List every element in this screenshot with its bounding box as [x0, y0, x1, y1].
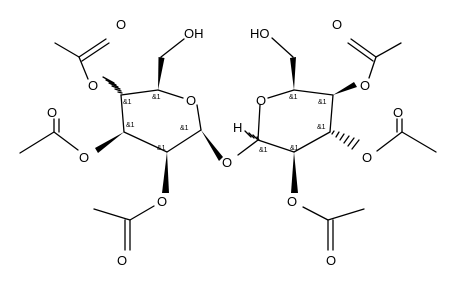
- bond-right-o4-carbonyl: [368, 56, 377, 79]
- wedge-left-c2-o: [162, 152, 169, 193]
- stereo-right-c3: &1: [317, 124, 326, 131]
- hash-right-c3-o: [331, 130, 360, 150]
- bond-left-o2-carbonyl: [129, 205, 155, 221]
- bond-right-o-c5: [267, 89, 295, 99]
- stereo-right-c5: &1: [289, 94, 298, 101]
- wedge-left-c3-o: [95, 132, 124, 153]
- atom-h-anomeric: H: [233, 120, 242, 135]
- wedge-right-c2-o: [291, 152, 298, 193]
- stereo-labels: &1 &1 &1 &1 &1 &1 &1 &1 &1 &1: [123, 94, 327, 154]
- bond-left-c4-c5: [120, 89, 159, 96]
- atom-o-carbonyl-right-c4: O: [332, 17, 342, 32]
- bond-left-c1-c2: [166, 129, 202, 153]
- stereo-right-c2: &1: [290, 145, 299, 152]
- bond-right-c4-carbonyl-double-b: [347, 42, 374, 62]
- bond-left-c4-methyl: [54, 42, 80, 58]
- bond-left-c5-o: [157, 89, 184, 99]
- stereo-left-c2: &1: [157, 145, 166, 152]
- atom-oh-left: OH: [184, 26, 204, 41]
- stereo-right-c1: &1: [259, 147, 268, 154]
- stereo-left-c5: &1: [152, 94, 161, 101]
- bond-left-c3-c4: [120, 94, 125, 133]
- atom-o-ac-left-c2: O: [157, 194, 167, 209]
- right-ring-substituents: [237, 37, 437, 251]
- bond-left-c2-c3: [123, 131, 168, 153]
- atom-o-ring-right: O: [256, 93, 266, 108]
- bond-right-c4-c3: [329, 94, 334, 133]
- atom-o-carbonyl-left-c4: O: [116, 17, 126, 32]
- stereo-left-c3: &1: [126, 122, 135, 129]
- atom-o-carbonyl-right-c2: O: [326, 253, 336, 268]
- bond-right-o3-carbonyl: [376, 131, 403, 152]
- bond-left-ch2-oh: [160, 38, 185, 58]
- hash-left-c4-o: [102, 76, 123, 94]
- bond-left-o3-carbonyl: [53, 131, 79, 151]
- wedge-right-c4-o: [333, 82, 357, 95]
- left-pyranose-ring: [120, 89, 202, 153]
- wedge-left-c5-ch2: [158, 57, 165, 90]
- bond-right-c4-carbonyl-double-a: [350, 38, 377, 58]
- bond-right-ch2-oh: [271, 37, 294, 58]
- atom-o-carbonyl-left-c2: O: [117, 253, 127, 268]
- hash-right-c1-h: [244, 130, 260, 141]
- left-ring-substituents: [19, 38, 223, 251]
- bond-left-o-c1: [196, 104, 202, 131]
- stereo-left-c1: &1: [180, 125, 189, 132]
- wedge-right-c5-ch2: [290, 57, 296, 90]
- stereo-right-c4: &1: [318, 99, 327, 106]
- atom-o-ac-left-c4: O: [88, 78, 98, 93]
- atom-o-ring-left: O: [186, 93, 196, 108]
- bond-right-c5-c4: [293, 89, 334, 96]
- atom-o-ac-left-c3: O: [79, 150, 89, 165]
- bond-right-c4-methyl: [375, 42, 402, 58]
- atom-o-carbonyl-right-c3: O: [393, 105, 403, 120]
- right-pyranose-ring: [257, 89, 334, 153]
- bond-left-c3-methyl: [19, 131, 55, 154]
- wedge-left-c1-o: [201, 130, 223, 161]
- stereo-left-c4: &1: [123, 99, 132, 106]
- atom-labels: O O O OH HO H O O O O O O O O O O O O: [47, 17, 403, 268]
- bond-right-o2-carbonyl: [302, 206, 329, 221]
- atom-oh-right: HO: [250, 26, 270, 41]
- atom-o-ac-right-c4: O: [360, 78, 370, 93]
- atom-o-ac-right-c2: O: [287, 194, 297, 209]
- bond-right-c1-o: [257, 104, 261, 141]
- bond-left-c2-methyl: [93, 208, 131, 221]
- bond-right-c2-methyl: [327, 208, 365, 221]
- atom-o-ac-right-c3: O: [362, 150, 372, 165]
- bond-right-c3-methyl: [401, 131, 437, 153]
- bond-left-c4-carbonyl-double-b: [81, 42, 110, 62]
- atom-o-bridge: O: [222, 155, 232, 170]
- bond-right-c3-c2: [293, 131, 331, 153]
- bond-left-c4-carbonyl-double-a: [78, 38, 107, 58]
- atom-o-carbonyl-left-c3: O: [47, 105, 57, 120]
- bond-right-c2-c1: [257, 139, 295, 153]
- bond-left-o4-carbonyl: [78, 56, 89, 80]
- bond-bridge-o-right-c1: [237, 139, 259, 156]
